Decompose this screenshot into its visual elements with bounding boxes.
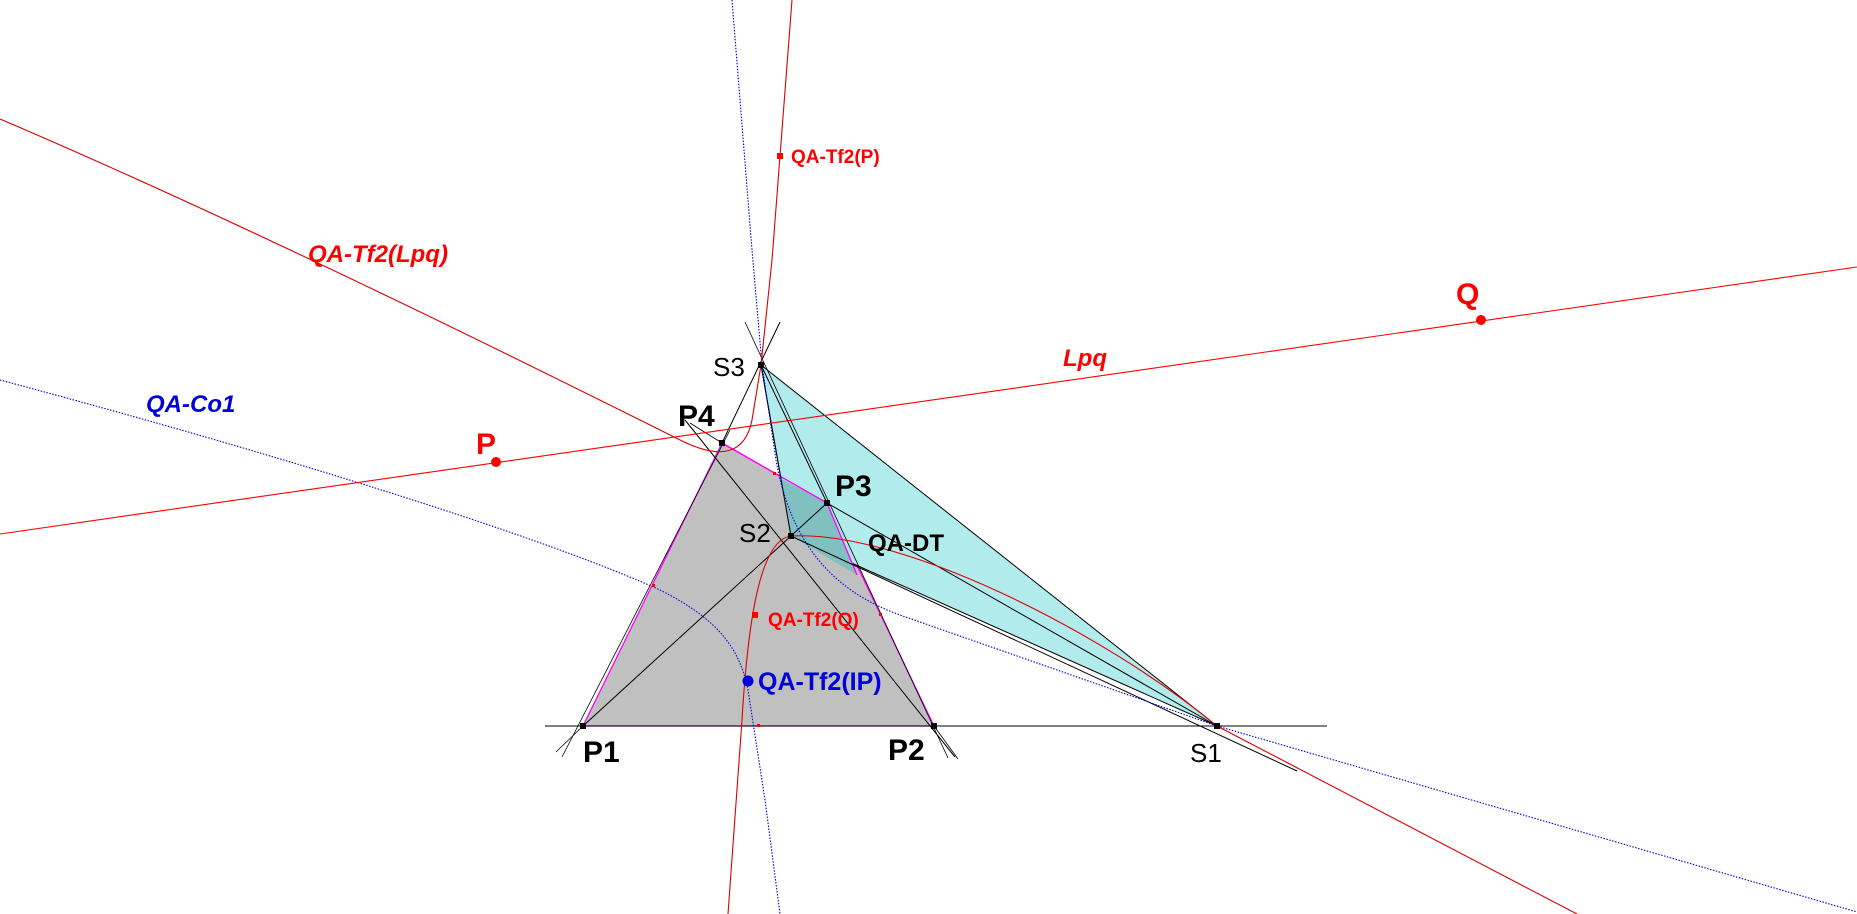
label-lpq: Lpq: [1063, 345, 1107, 372]
line-p1-tick: [555, 725, 584, 753]
curve-qa-tf2-lpq-upper: [0, 0, 793, 453]
line-p4-p2: [684, 419, 956, 758]
line-s2-s1-ext: [790, 535, 1298, 772]
label-q: Q: [1456, 278, 1479, 311]
point-qa-tf2-p-marker[interactable]: [777, 153, 783, 159]
point-p1-marker[interactable]: [580, 723, 586, 729]
intersection-marker: [773, 472, 776, 475]
line-p2-tick: [933, 725, 959, 760]
point-qa-tf2-q-marker[interactable]: [752, 612, 758, 618]
point-p2-marker[interactable]: [931, 723, 937, 729]
line-p1-s2: [582, 502, 828, 727]
label-qa-tf2-q: QA-Tf2(Q): [768, 610, 859, 631]
overlap-region: [780, 478, 857, 575]
point-s2-marker[interactable]: [788, 533, 794, 539]
intersection-marker: [757, 724, 760, 727]
label-s1: S1: [1190, 738, 1222, 768]
point-q-marker[interactable]: [1476, 315, 1486, 325]
conic-qa-co1-upper: [731, 0, 1857, 913]
line-p4-s3: [721, 321, 781, 444]
label-qa-tf2-lpq: QA-Tf2(Lpq): [308, 241, 448, 268]
point-p3-marker[interactable]: [824, 500, 830, 506]
point-qa-tf2-ip-marker[interactable]: [742, 675, 754, 687]
intersection-marker: [879, 613, 882, 616]
point-p4-marker[interactable]: [719, 440, 725, 446]
line-lpq: [0, 266, 1857, 535]
conic-qa-co1-lower: [0, 379, 781, 914]
label-qa-co1: QA-Co1: [146, 391, 235, 418]
point-p-marker[interactable]: [491, 457, 501, 467]
label-s3: S3: [713, 352, 745, 382]
label-p3: P3: [835, 470, 872, 503]
label-p2: P2: [888, 734, 925, 767]
intersection-marker: [652, 584, 655, 587]
label-qa-tf2-p: QA-Tf2(P): [791, 147, 880, 168]
label-qa-tf2-ip: QA-Tf2(IP): [758, 668, 882, 696]
point-s1-marker[interactable]: [1214, 723, 1220, 729]
line-p1-p4: [561, 429, 731, 758]
label-qa-dt: QA-DT: [868, 530, 944, 557]
label-s2: S2: [739, 518, 771, 548]
label-p1: P1: [583, 736, 620, 769]
label-p4: P4: [678, 400, 715, 433]
point-s3-marker[interactable]: [758, 362, 764, 368]
label-p: P: [476, 428, 496, 461]
curve-qa-tf2-lpq-lower: [727, 535, 1578, 914]
line-s3-s2: [760, 364, 792, 537]
line-s3-p3: [760, 364, 828, 504]
line-p3-s1: [826, 502, 1218, 727]
